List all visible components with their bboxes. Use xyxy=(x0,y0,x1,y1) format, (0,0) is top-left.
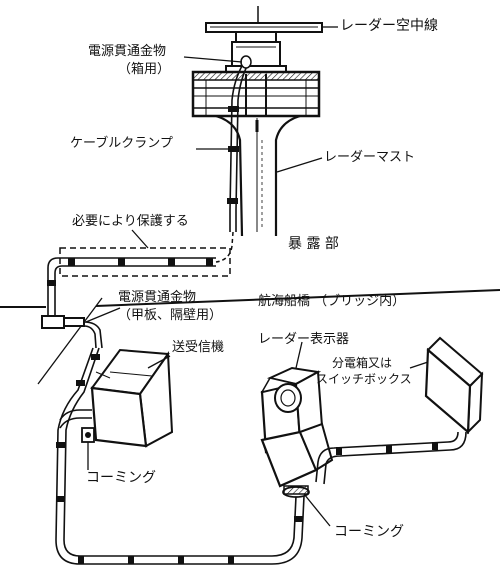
cable-lower-run xyxy=(55,347,305,565)
label-coaming-left: コーミング xyxy=(86,470,156,486)
radar-display-unit xyxy=(260,366,334,488)
coaming-left xyxy=(81,427,95,443)
label-coaming-right: コーミング xyxy=(334,524,404,540)
bulkhead-line xyxy=(37,297,103,385)
label-bridge: 航海船橋 （ブリッジ内） xyxy=(258,294,406,309)
cable-clamp-marks-upper xyxy=(227,106,239,204)
leader-transceiver xyxy=(147,355,171,369)
label-radar-mast: レーダーマスト xyxy=(324,150,416,165)
leader-display xyxy=(295,341,303,369)
label-protect-note: 必要により保護する xyxy=(72,214,189,229)
radar-mast xyxy=(215,74,301,237)
label-switchbox: 分電箱又は xyxy=(332,356,393,370)
cable-transceiver-branch xyxy=(59,409,92,429)
transceiver-unit xyxy=(90,348,174,448)
label-exposed-area: 暴 露 部 xyxy=(288,236,339,252)
switchbox-unit xyxy=(424,336,484,435)
leader-protect xyxy=(131,229,149,249)
feedthrough-deck xyxy=(41,315,103,349)
label-transceiver: 送受信機 xyxy=(172,340,225,355)
deck-line xyxy=(0,289,500,308)
cable-exposed-run xyxy=(47,247,231,318)
leader-mast xyxy=(276,157,323,173)
label-feedthrough-mid-sub: （甲板、隔壁用） xyxy=(118,308,223,323)
label-radar-display: レーダー表示器 xyxy=(258,332,350,347)
leader-switchbox xyxy=(409,361,429,369)
cable-upper xyxy=(215,55,252,263)
label-feedthrough-mid: 電源貫通金物 xyxy=(118,290,197,305)
label-feedthrough-top: 電源貫通金物 xyxy=(88,44,167,59)
label-radar-antenna: レーダー空中線 xyxy=(340,18,438,34)
label-feedthrough-top-sub: （箱用） xyxy=(118,62,171,77)
radar-antenna xyxy=(205,6,323,75)
mast-platform xyxy=(191,70,321,118)
label-cable-clamp: ケーブルクランプ xyxy=(70,136,173,151)
cable-switchbox-run xyxy=(315,431,467,485)
leader-feedthrough-mid xyxy=(85,307,121,323)
label-switchbox-sub: スイッチボックス xyxy=(316,372,412,386)
leader-coaming-right xyxy=(303,493,331,527)
coaming-right xyxy=(282,485,310,498)
leader-feedthrough-top xyxy=(183,56,243,63)
